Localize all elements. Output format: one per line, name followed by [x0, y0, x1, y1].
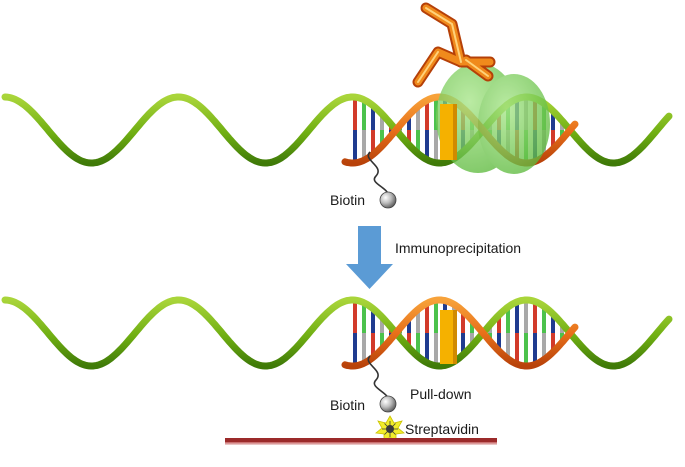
base-pair-rung	[353, 333, 357, 366]
base-pair-rung	[470, 320, 474, 333]
base-pair-rung	[515, 301, 519, 333]
base-pair-rung	[380, 114, 384, 130]
biotin-bead-icon	[379, 395, 397, 413]
dna-helix-bottom	[1, 296, 673, 370]
base-pair-rung	[416, 130, 420, 154]
base-pair-rung	[461, 311, 465, 333]
base-pair-rung	[416, 106, 420, 130]
base-pair-rung	[434, 333, 438, 366]
bound-site-marker-shadow	[453, 310, 457, 364]
biotin-linker	[367, 355, 390, 403]
base-pair-rung	[362, 130, 366, 161]
base-pair-rung	[506, 307, 510, 333]
base-pair-rung	[506, 333, 510, 359]
biotin-bead-icon	[379, 191, 397, 209]
base-pair-rung	[371, 308, 375, 333]
base-pair-rung	[434, 300, 438, 333]
base-pair-rung	[407, 318, 411, 333]
biotin-linker	[367, 151, 390, 199]
base-pair-rung	[551, 130, 555, 150]
biotin-label-top: Biotin	[330, 192, 365, 208]
base-pair-rung	[371, 333, 375, 358]
base-pair-rung	[425, 303, 429, 333]
base-pair-rung	[353, 97, 357, 130]
dna-helix-top	[1, 93, 673, 167]
base-pair-rung	[362, 302, 366, 333]
streptavidin-label: Streptavidin	[405, 421, 479, 437]
base-pair-rung	[425, 100, 429, 130]
base-pair-rung	[515, 333, 519, 365]
base-pair-rung	[353, 300, 357, 333]
streptavidin-star-icon	[375, 415, 405, 443]
base-pair-rung	[470, 333, 474, 346]
base-pair-rung	[524, 300, 528, 333]
base-pair-rung	[416, 333, 420, 357]
base-pair-rung	[380, 317, 384, 333]
base-pair-rung	[551, 333, 555, 353]
base-pair-rung	[362, 333, 366, 364]
base-pair-rung	[542, 306, 546, 333]
base-pair-rung	[425, 130, 429, 160]
streptavidin-surface	[225, 438, 497, 442]
pulldown-label: Pull-down	[410, 386, 471, 402]
base-pair-rung	[353, 130, 357, 163]
base-pair-rung	[497, 333, 501, 352]
base-pair-rung	[434, 130, 438, 163]
base-pair-rung	[551, 110, 555, 130]
streptavidin-surface-shade	[225, 442, 497, 445]
base-pair-rung	[461, 333, 465, 355]
dna-green-strand	[1, 93, 673, 167]
base-pair-rung	[371, 105, 375, 130]
base-pair-rung	[407, 115, 411, 130]
base-pair-rung	[407, 333, 411, 348]
base-pair-rung	[542, 333, 546, 360]
base-pair-rung	[533, 333, 537, 365]
bound-site-marker	[440, 310, 453, 364]
base-pair-rung	[524, 333, 528, 366]
down-arrow	[346, 226, 393, 289]
bound-site-marker	[440, 104, 453, 160]
antibody-icon	[412, 2, 496, 88]
dna-orange-strand	[341, 296, 579, 370]
base-pair-rung	[497, 314, 501, 333]
step-label: Immunoprecipitation	[395, 240, 521, 256]
base-pair-rung	[416, 309, 420, 333]
base-pair-rung	[380, 130, 384, 146]
base-pair-rung	[434, 97, 438, 130]
biotin-label-bottom: Biotin	[330, 397, 365, 413]
base-pair-rung	[380, 333, 384, 349]
base-pair-rung	[425, 333, 429, 363]
base-pair-rung	[362, 99, 366, 130]
base-pair-rung	[371, 130, 375, 155]
dna-green-strand	[1, 296, 673, 370]
base-pair-rung	[551, 313, 555, 333]
base-pair-rung	[533, 301, 537, 333]
bound-site-marker-shadow	[453, 104, 457, 160]
base-pair-rung	[407, 130, 411, 145]
